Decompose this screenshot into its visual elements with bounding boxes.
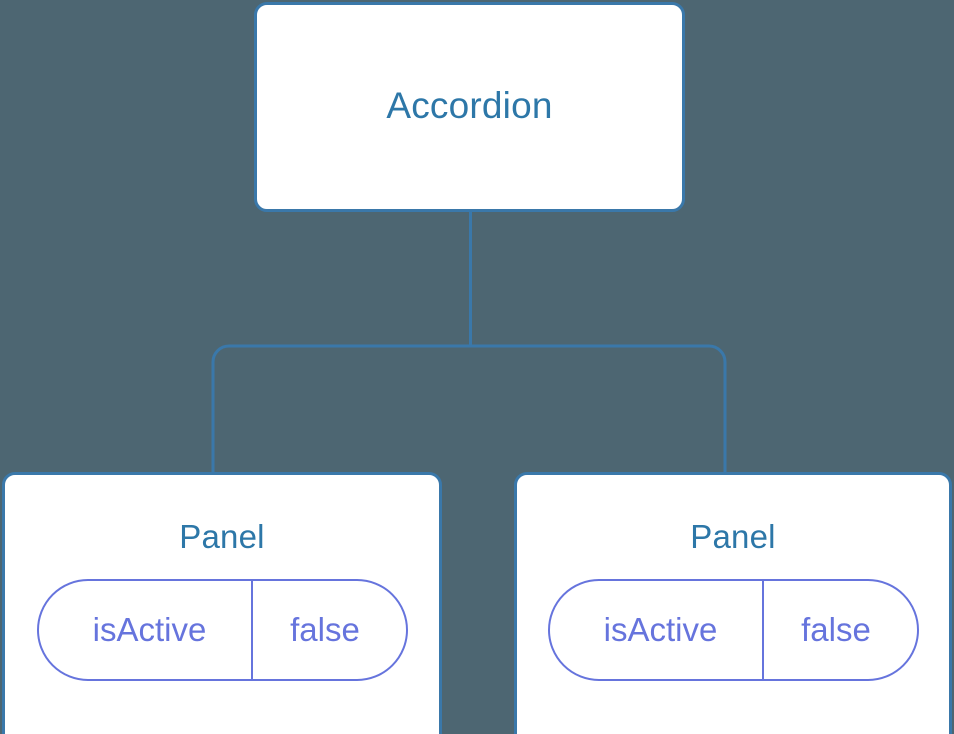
state-badge-left: isActive false — [36, 579, 408, 681]
state-key-right: isActive — [550, 581, 764, 679]
node-panel-left-title: Panel — [179, 518, 265, 555]
connector-branch-left — [211, 344, 471, 473]
node-panel-right-title: Panel — [690, 518, 776, 555]
state-value-right: false — [801, 611, 871, 648]
node-accordion-title: Accordion — [386, 85, 553, 126]
state-badge-right: isActive false — [547, 579, 919, 681]
node-panel-left[interactable]: Panel isActive false — [2, 472, 442, 734]
state-value-left: false — [290, 611, 360, 648]
node-accordion[interactable]: Accordion — [254, 2, 685, 212]
connector-branch-right — [470, 344, 727, 473]
state-key-left: isActive — [39, 581, 253, 679]
node-panel-right[interactable]: Panel isActive false — [514, 472, 952, 734]
